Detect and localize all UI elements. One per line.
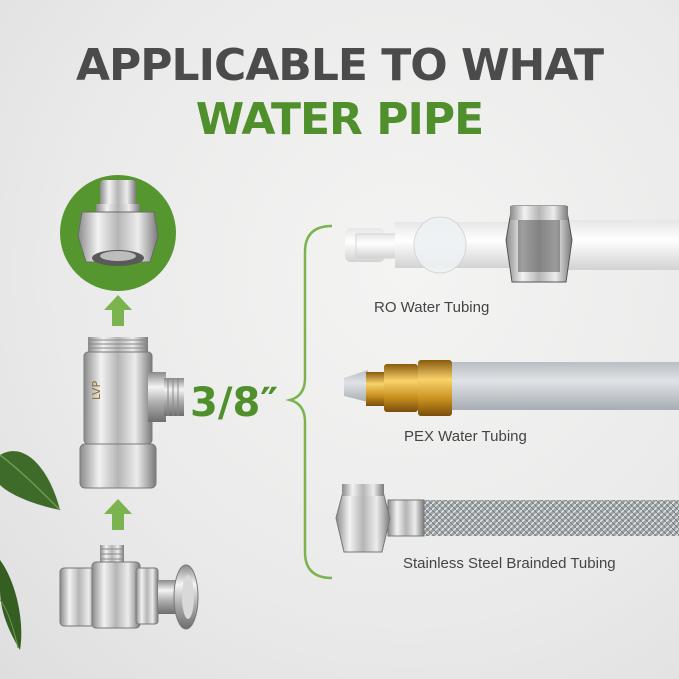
green-circle-fitting [60,175,176,291]
ro-tube [345,205,679,283]
braided-tube [335,484,679,553]
tube-label-ro: RO Water Tubing [374,299,490,316]
pex-tube [344,360,679,416]
leaf-decoration [0,451,61,650]
tee-valve: LVP [79,337,184,489]
tube-label-braided: Stainless Steel Brainded Tubing [403,555,616,572]
headline-line-1: APPLICABLE TO WHAT [76,40,604,91]
headline-line-2: WATER PIPE [195,94,484,145]
bracket [285,224,333,580]
arrow-icon [104,295,132,530]
tube-label-pex: PEX Water Tubing [404,428,527,445]
angle-valve [59,545,199,630]
size-label: 3/8″ [190,380,279,426]
svg-text:LVP: LVP [90,381,103,400]
